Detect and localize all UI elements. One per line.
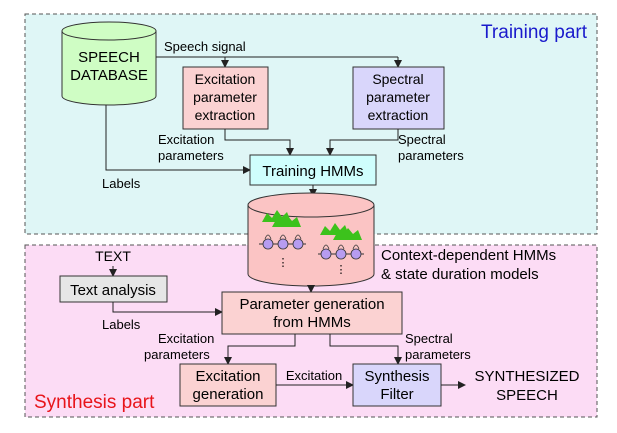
excitation-parameters-bottom-label-1: Excitation — [158, 331, 214, 346]
output-label-1: SYNTHESIZED — [474, 368, 579, 385]
excitation-generation-label-1: Excitation — [195, 368, 260, 385]
spectral-parameters-top-label-1: Spectral — [398, 132, 446, 147]
excitation-generation-box: Excitation generation — [179, 363, 277, 407]
excitation-to-training-line — [224, 129, 294, 156]
hmm-1-state-icon-3 — [292, 238, 304, 250]
excitation-parameters-bottom-label-2: parameters — [144, 347, 210, 362]
spectral-extraction-label-1: Spectral — [372, 71, 423, 87]
excitation-extraction-rect — [182, 66, 269, 130]
text-analysis-box: Text analysis — [59, 275, 168, 303]
hmm-1-state-icon-2 — [277, 238, 289, 250]
hmm-model-store: ⋮ ⋮ — [247, 192, 375, 287]
generation-to-filter-line — [329, 334, 402, 365]
synthesis-filter-box: Synthesis Filter — [352, 363, 442, 407]
training-hmms-rect — [249, 154, 377, 186]
hmm-1-self-loop-icon — [264, 234, 302, 240]
excitation-parameters-top-label-1: Excitation — [158, 132, 214, 147]
spectral-parameters-bottom-label-2: parameters — [405, 347, 471, 362]
hmm-2-wave-icon — [320, 223, 349, 235]
synthesis-filter-label-1: Synthesis — [364, 368, 429, 385]
parameter-generation-label-2: from HMMs — [273, 314, 351, 331]
parameter-generation-label-1: Parameter generation — [239, 296, 384, 313]
training-hmms-box: Training HMMs — [249, 154, 377, 186]
hmm-2-state-icon-2 — [335, 248, 347, 260]
speech-database-label-1: SPEECH — [78, 49, 140, 66]
hmm-2-self-loop-icon — [322, 244, 360, 250]
excitation-extraction-box: Excitation parameter extraction — [182, 66, 269, 130]
excitation-extraction-label-1: Excitation — [195, 71, 256, 87]
hmm-2-wave-icon-2 — [333, 228, 362, 240]
labels-to-training-line — [105, 105, 251, 174]
spectral-extraction-rect — [352, 66, 445, 130]
speech-database-label-2: DATABASE — [70, 67, 148, 84]
spectral-extraction-box: Spectral parameter extraction — [352, 66, 445, 130]
speech-database-body — [61, 30, 157, 106]
training-part-label: Training part — [481, 22, 588, 43]
spectral-parameters-top-label-2: parameters — [398, 148, 464, 163]
hmm-1-state-icon-1 — [262, 238, 274, 250]
spectral-extraction-label-2: parameter — [366, 89, 430, 105]
parameter-generation-rect — [221, 291, 403, 335]
excitation-extraction-label-2: parameter — [193, 89, 257, 105]
text-input-label: TEXT — [95, 248, 131, 264]
synthesis-filter-label-2: Filter — [380, 386, 413, 403]
generation-to-excitation-line — [224, 334, 296, 365]
labels-top-label: Labels — [102, 176, 141, 191]
hmm-1-wave-icon-2 — [272, 215, 301, 227]
hmm-2-state-icon-3 — [350, 248, 362, 260]
hmm-store-top — [247, 192, 375, 218]
excitation-parameters-top-label-2: parameters — [158, 148, 224, 163]
spectral-parameters-bottom-label-1: Spectral — [405, 331, 453, 346]
text-analysis-label: Text analysis — [70, 282, 156, 299]
hmm-2-dots: ⋮ — [336, 264, 347, 276]
synthesis-filter-rect — [352, 363, 442, 407]
hmm-1-wave-icon — [262, 210, 291, 222]
synthesis-part-label: Synthesis part — [34, 392, 155, 413]
labels-bottom-label: Labels — [102, 317, 141, 332]
speech-database: SPEECH DATABASE — [61, 21, 157, 106]
context-models-label-2: & state duration models — [381, 266, 539, 283]
context-models-label-1: Context-dependent HMMs — [381, 247, 556, 264]
hmm-2-state-icon-1 — [320, 248, 332, 260]
hmm-model-2: ⋮ — [318, 223, 364, 276]
speech-database-top — [61, 21, 157, 41]
labels-to-generation-line — [112, 302, 223, 316]
excitation-generation-label-2: generation — [193, 386, 264, 403]
spectral-extraction-label-3: extraction — [368, 107, 429, 123]
output-label-2: SPEECH — [496, 387, 558, 404]
parameter-generation-box: Parameter generation from HMMs — [221, 291, 403, 335]
excitation-extraction-label-3: extraction — [195, 107, 256, 123]
excitation-flow-label: Excitation — [286, 368, 342, 383]
text-analysis-rect — [59, 275, 168, 303]
speech-signal-label: Speech signal — [164, 39, 246, 54]
training-hmms-label: Training HMMs — [262, 163, 363, 180]
spectral-to-training-line — [326, 129, 399, 156]
hmm-1-dots: ⋮ — [278, 257, 289, 269]
hmm-model-1: ⋮ — [259, 210, 306, 269]
